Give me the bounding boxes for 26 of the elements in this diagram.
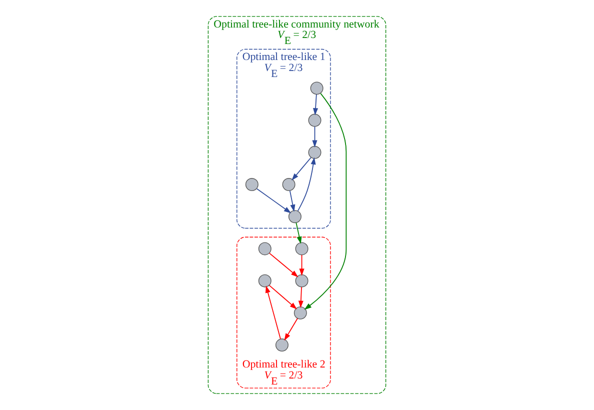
arrow xyxy=(265,286,281,340)
node-circle xyxy=(308,146,322,159)
node-circle xyxy=(245,178,258,191)
arrow xyxy=(312,126,318,148)
arrow xyxy=(268,252,298,278)
arrow xyxy=(284,318,298,341)
node-circle xyxy=(258,242,272,256)
arrow xyxy=(304,92,347,310)
arrow xyxy=(256,188,292,214)
node-circle xyxy=(295,242,308,256)
arrow xyxy=(289,190,296,212)
node-circle xyxy=(282,178,296,191)
arrow xyxy=(313,94,318,116)
arrow xyxy=(268,284,298,310)
arrow xyxy=(297,157,316,212)
arrow xyxy=(299,254,304,276)
arrow xyxy=(296,222,302,244)
node-circle xyxy=(275,338,288,352)
arrow xyxy=(298,286,304,308)
node-circle xyxy=(295,274,308,288)
node-circle xyxy=(294,306,307,320)
node-circle xyxy=(258,274,272,288)
node-circle xyxy=(308,114,322,127)
arrow xyxy=(292,157,312,180)
node-circle xyxy=(310,82,324,95)
node-circle xyxy=(288,210,302,224)
